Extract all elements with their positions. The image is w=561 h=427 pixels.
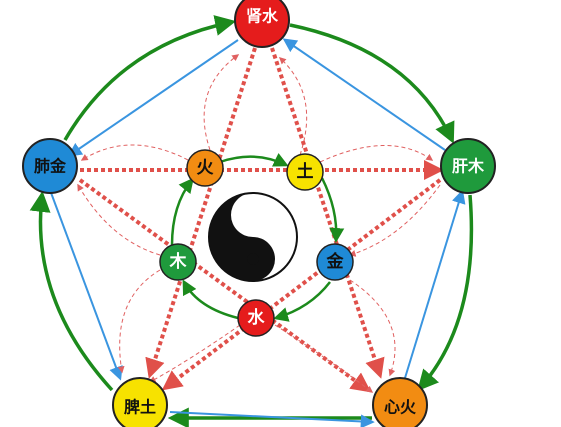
yin-yang-icon xyxy=(208,192,298,282)
outer-node-kidney-water-label: 肾水 xyxy=(246,7,279,26)
arc-water-to-wood xyxy=(289,23,455,144)
outer-node-spleen-earth: 脾土 xyxy=(112,377,168,427)
curved-dashed-arrows xyxy=(77,54,441,393)
edge-wood-to-water xyxy=(282,38,446,151)
edge-metal-to-earth xyxy=(49,189,123,381)
inner-arc-water-to-wood xyxy=(182,279,239,320)
star-water-to-heart xyxy=(270,47,385,379)
curve-1 xyxy=(203,54,240,151)
outer-node-spleen-earth-label: 脾土 xyxy=(124,398,156,417)
inner-arc-earth-to-metal xyxy=(320,177,345,243)
curve-3 xyxy=(319,145,434,163)
inner-arc-metal-to-water xyxy=(273,281,331,322)
edge-fire-to-wood xyxy=(404,189,466,379)
edge-water-to-metal xyxy=(67,39,239,157)
curve-4 xyxy=(348,184,441,257)
inner-node-water: 水 xyxy=(237,299,275,337)
outer-node-kidney-water: 肾水 xyxy=(234,0,290,48)
inner-arc-wood-to-fire xyxy=(170,177,194,246)
outer-node-liver-wood: 肝木 xyxy=(440,138,496,194)
curve-2 xyxy=(278,57,308,156)
inner-node-earth: 土 xyxy=(286,153,324,191)
curve-6 xyxy=(274,324,374,393)
inner-node-fire: 火 xyxy=(186,149,224,187)
restraint-star xyxy=(78,47,444,393)
outer-blue-pentagon xyxy=(49,38,466,427)
edge-earth-to-fire xyxy=(169,411,375,427)
curve-10 xyxy=(80,144,189,161)
outer-node-heart-fire: 心火 xyxy=(372,377,428,427)
inner-node-metal: 金 xyxy=(316,243,354,281)
arc-earth-to-metal xyxy=(29,190,114,392)
inner-node-fire-label: 火 xyxy=(197,158,215,178)
outer-node-lung-metal-label: 肺金 xyxy=(34,157,67,176)
curve-8 xyxy=(117,269,161,374)
inner-arc-fire-to-earth xyxy=(219,153,289,167)
inner-node-metal-label: 金 xyxy=(326,251,345,272)
inner-node-wood: 木 xyxy=(159,243,197,281)
inner-generating-cycle xyxy=(170,153,345,322)
star-liver-to-spleen xyxy=(161,178,442,391)
arc-metal-to-water xyxy=(63,15,237,141)
outer-node-heart-fire-label: 心火 xyxy=(384,398,417,417)
inner-node-earth-label: 土 xyxy=(297,161,314,182)
inner-node-water-label: 水 xyxy=(248,307,266,328)
arc-wood-to-fire xyxy=(417,194,474,392)
outer-node-lung-metal: 肺金 xyxy=(22,138,78,194)
curve-9 xyxy=(77,183,161,256)
inner-node-wood-label: 木 xyxy=(169,251,188,272)
curve-7 xyxy=(148,324,241,383)
star-water-to-spleen xyxy=(145,47,257,379)
outer-node-liver-wood-label: 肝木 xyxy=(452,157,485,176)
curve-5 xyxy=(349,279,396,377)
star-lung-to-heart xyxy=(78,178,372,393)
